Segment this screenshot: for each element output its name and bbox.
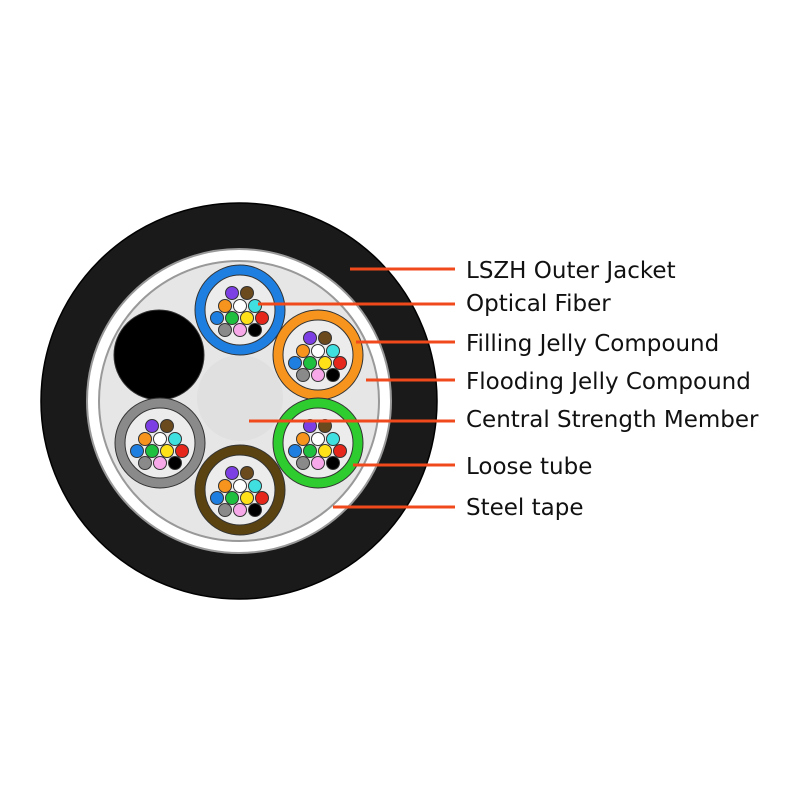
optical-fiber-strand xyxy=(248,503,262,517)
optical-fiber-strand xyxy=(138,432,152,446)
optical-fiber-strand xyxy=(160,444,174,458)
optical-fiber-strand xyxy=(175,444,189,458)
optical-fiber-strand xyxy=(318,331,332,345)
labels-group: LSZH Outer Jacket Optical Fiber Filling … xyxy=(466,258,759,521)
label-flooding-jelly: Flooding Jelly Compound xyxy=(466,369,751,395)
optical-fiber-strand xyxy=(288,356,302,370)
optical-fiber-strand xyxy=(233,503,247,517)
optical-fiber-strand xyxy=(160,419,174,433)
loose-tube-brown xyxy=(194,444,286,536)
optical-fiber-strand xyxy=(225,311,239,325)
optical-fiber-strand xyxy=(218,479,232,493)
optical-fiber-strand xyxy=(218,503,232,517)
optical-fiber-strand xyxy=(326,456,340,470)
optical-fiber-strand xyxy=(218,323,232,337)
optical-fiber-strand xyxy=(145,444,159,458)
loose-tube-blue xyxy=(194,264,286,356)
optical-fiber-strand xyxy=(303,331,317,345)
loose-tube-green xyxy=(272,397,364,489)
optical-fiber-strand xyxy=(333,444,347,458)
optical-fiber-strand xyxy=(145,419,159,433)
optical-fiber-strand xyxy=(138,456,152,470)
optical-fiber-strand xyxy=(225,491,239,505)
optical-fiber-strand xyxy=(233,479,247,493)
leader-lines-group xyxy=(249,267,455,509)
optical-fiber-strand xyxy=(168,456,182,470)
optical-fiber-strand xyxy=(218,299,232,313)
label-filling-jelly: Filling Jelly Compound xyxy=(466,331,719,357)
optical-fiber-strand xyxy=(240,491,254,505)
optical-fiber-strand xyxy=(296,368,310,382)
optical-fiber-strand xyxy=(311,344,325,358)
optical-fiber-strand xyxy=(333,356,347,370)
optical-fiber-strand xyxy=(326,368,340,382)
label-loose-tube: Loose tube xyxy=(466,454,592,480)
filler-rod xyxy=(113,309,205,401)
optical-fiber-strand xyxy=(248,479,262,493)
optical-fiber-strand xyxy=(248,323,262,337)
optical-fiber-strand xyxy=(318,444,332,458)
optical-fiber-strand xyxy=(225,466,239,480)
optical-fiber xyxy=(248,299,262,313)
label-optical-fiber: Optical Fiber xyxy=(466,291,611,317)
optical-fiber-strand xyxy=(240,286,254,300)
optical-fiber-strand xyxy=(153,432,167,446)
optical-fiber-strand xyxy=(296,432,310,446)
optical-fiber-strand xyxy=(210,311,224,325)
optical-fiber-strand xyxy=(326,432,340,446)
optical-fiber-strand xyxy=(326,344,340,358)
optical-fiber-strand xyxy=(255,311,269,325)
optical-fiber-strand xyxy=(210,491,224,505)
optical-fiber-strand xyxy=(296,344,310,358)
optical-fiber-strand xyxy=(303,356,317,370)
optical-fiber-strand xyxy=(311,432,325,446)
optical-fiber-strand xyxy=(303,444,317,458)
optical-fiber-strand xyxy=(130,444,144,458)
label-outer-jacket: LSZH Outer Jacket xyxy=(466,258,676,284)
optical-fiber-strand xyxy=(168,432,182,446)
optical-fiber-strand xyxy=(225,286,239,300)
optical-fiber-strand xyxy=(233,299,247,313)
optical-fiber-strand xyxy=(233,323,247,337)
optical-fiber-strand xyxy=(255,491,269,505)
optical-fiber-strand xyxy=(240,311,254,325)
loose-tube-orange xyxy=(272,309,364,401)
label-steel-tape: Steel tape xyxy=(466,495,583,521)
label-strength-member: Central Strength Member xyxy=(466,407,759,433)
loose-tube-gray xyxy=(114,397,206,489)
optical-fiber-strand xyxy=(153,456,167,470)
optical-fiber-strand xyxy=(288,444,302,458)
optical-fiber-strand xyxy=(311,456,325,470)
central-strength-member xyxy=(197,355,283,441)
optical-fiber-strand xyxy=(296,456,310,470)
optical-fiber-strand xyxy=(311,368,325,382)
optical-fiber-strand xyxy=(318,356,332,370)
optical-fiber-strand xyxy=(240,466,254,480)
